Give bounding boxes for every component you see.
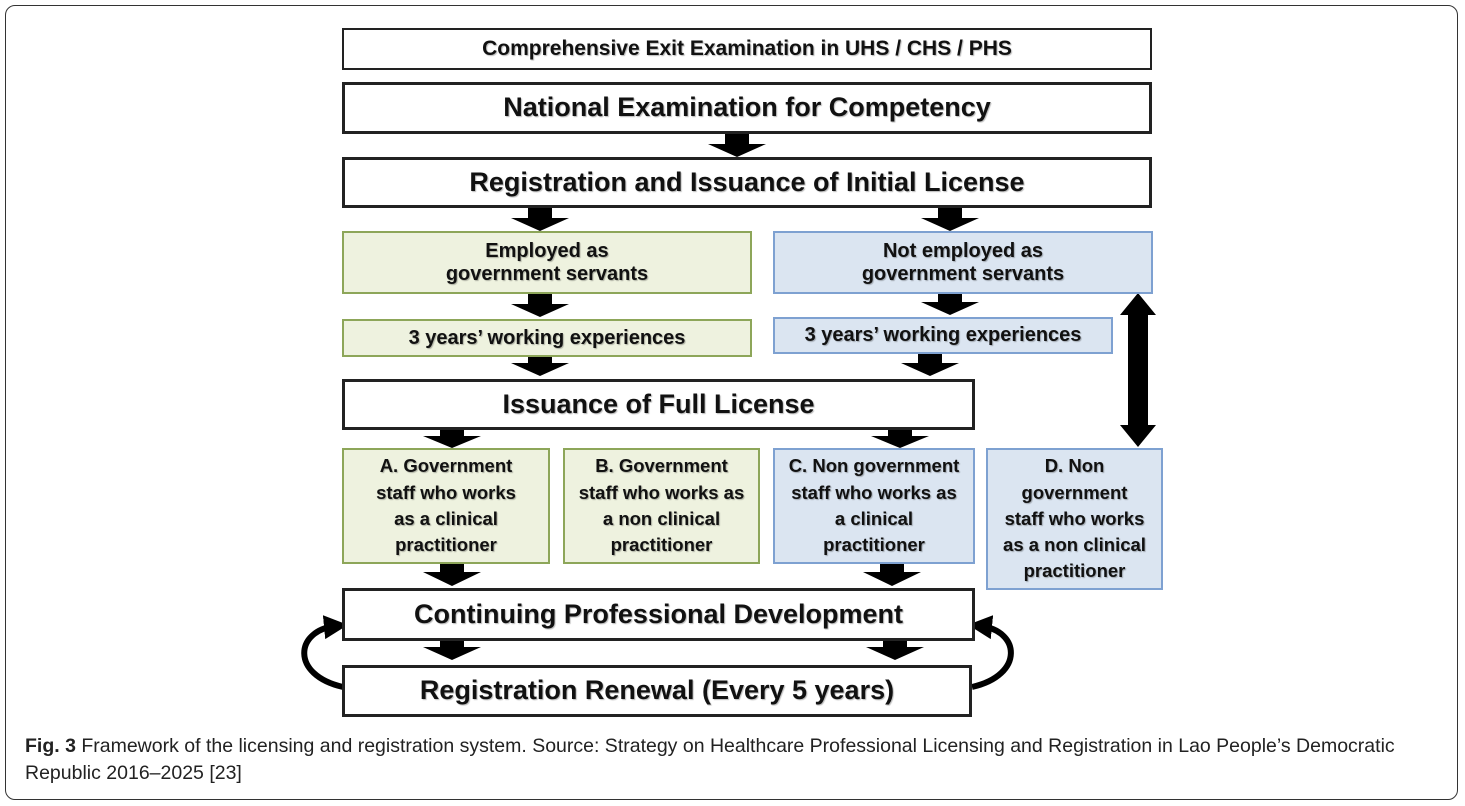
- figure-caption: Fig. 3 Framework of the licensing and re…: [25, 733, 1440, 787]
- initial-license-label: Registration and Issuance of Initial Lic…: [469, 166, 1025, 197]
- experience-right-box: 3 years’ working experiences: [773, 317, 1113, 354]
- employed-box: Employed as government servants: [342, 231, 752, 294]
- arrow-down-icon: [901, 354, 959, 376]
- arrow-down-icon: [708, 134, 766, 157]
- exit-exam-label: Comprehensive Exit Examination in UHS / …: [482, 36, 1012, 60]
- category-b-box: B. Government staff who works as a non c…: [563, 448, 760, 564]
- arrow-down-icon: [511, 357, 569, 376]
- not-employed-label: Not employed as government servants: [861, 239, 1065, 285]
- cpd-box: Continuing Professional Development: [342, 588, 975, 641]
- cpd-label: Continuing Professional Development: [413, 598, 904, 629]
- renewal-label: Registration Renewal (Every 5 years): [419, 675, 895, 706]
- renewal-box: Registration Renewal (Every 5 years): [342, 665, 972, 717]
- caption-text: Framework of the licensing and registrat…: [25, 735, 1395, 784]
- employed-label: Employed as government servants: [445, 239, 649, 285]
- arrow-down-icon: [423, 430, 481, 448]
- not-employed-box: Not employed as government servants: [773, 231, 1153, 294]
- category-a-box: A. Government staff who works as a clini…: [342, 448, 550, 564]
- arrow-down-icon: [863, 564, 921, 586]
- loop-arrow-left-icon: [301, 615, 348, 690]
- category-d-label: D. Non government staff who works as a n…: [1003, 455, 1146, 582]
- full-license-box: Issuance of Full License: [342, 379, 975, 430]
- arrow-down-icon: [871, 430, 929, 448]
- arrow-down-icon: [423, 564, 481, 586]
- experience-left-box: 3 years’ working experiences: [342, 319, 752, 357]
- category-a-label: A. Government staff who works as a clini…: [376, 455, 516, 556]
- category-c-box: C. Non government staff who works as a c…: [773, 448, 975, 564]
- experience-right-label: 3 years’ working experiences: [804, 324, 1082, 346]
- initial-license-box: Registration and Issuance of Initial Lic…: [342, 157, 1152, 208]
- arrow-down-icon: [921, 294, 979, 315]
- loop-arrow-right-icon: [968, 615, 1014, 690]
- full-license-label: Issuance of Full License: [502, 388, 815, 419]
- category-c-label: C. Non government staff who works as a c…: [788, 455, 960, 556]
- arrow-down-icon: [511, 294, 569, 317]
- category-b-label: B. Government staff who works as a non c…: [578, 455, 745, 556]
- arrow-down-icon: [511, 208, 569, 231]
- double-arrow-icon: [1120, 293, 1156, 447]
- national-exam-box: National Examination for Competency: [342, 82, 1152, 134]
- arrow-down-icon: [921, 208, 979, 231]
- arrow-down-icon: [866, 641, 924, 660]
- exit-exam-box: Comprehensive Exit Examination in UHS / …: [342, 28, 1152, 70]
- caption-label: Fig. 3: [25, 735, 76, 757]
- arrow-down-icon: [423, 641, 481, 660]
- national-exam-label: National Examination for Competency: [503, 92, 991, 123]
- category-d-box: D. Non government staff who works as a n…: [986, 448, 1163, 590]
- experience-left-label: 3 years’ working experiences: [408, 326, 686, 349]
